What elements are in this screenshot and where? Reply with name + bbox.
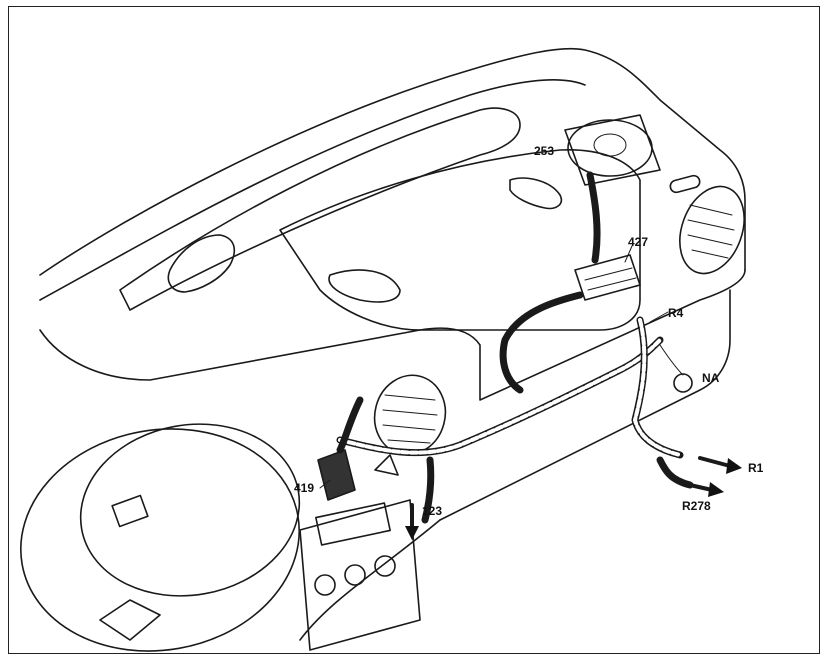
control-knob-3 bbox=[314, 574, 336, 596]
right-branch-tape bbox=[633, 318, 682, 457]
main-harness-tape bbox=[338, 338, 662, 455]
glovebox-handle bbox=[328, 269, 401, 303]
lower-right-harness bbox=[656, 456, 694, 489]
label-123: 123 bbox=[422, 504, 442, 518]
label-427: 427 bbox=[628, 235, 648, 249]
center-vent-louvers bbox=[382, 394, 438, 444]
leader-419 bbox=[319, 479, 331, 489]
down-harness bbox=[421, 456, 435, 524]
instrument-cluster-hood bbox=[79, 423, 301, 597]
label-253: 253 bbox=[534, 144, 554, 158]
arrow-r278-head bbox=[708, 482, 724, 497]
upper-grab-recess bbox=[509, 177, 563, 210]
na-connector bbox=[673, 373, 693, 393]
leader-427 bbox=[624, 245, 633, 263]
label-r278: R278 bbox=[682, 499, 711, 513]
arrow-r1 bbox=[698, 456, 732, 468]
label-r4: R4 bbox=[668, 306, 684, 320]
control-knob-1 bbox=[344, 564, 366, 586]
arrow-r278 bbox=[688, 483, 714, 492]
right-vent-louvers bbox=[687, 204, 735, 259]
arrow-123-head bbox=[405, 526, 419, 540]
dashboard-upper-shelf bbox=[39, 79, 586, 301]
dashboard-lower-edge bbox=[39, 269, 746, 401]
dashboard-front-panel bbox=[439, 289, 731, 521]
leader-r4 bbox=[649, 311, 669, 323]
right-side-vent bbox=[679, 185, 745, 275]
cluster-display bbox=[111, 494, 149, 528]
label-419: 419 bbox=[294, 481, 314, 495]
connector-harness bbox=[499, 291, 584, 394]
hazard-switch bbox=[374, 454, 399, 476]
label-na: NA bbox=[702, 371, 720, 385]
switch-module bbox=[669, 174, 701, 194]
glovebox-lid bbox=[279, 149, 641, 331]
left-harness bbox=[336, 396, 364, 454]
radio-unit bbox=[315, 502, 391, 546]
figure-border bbox=[8, 6, 820, 654]
defroster-vent bbox=[119, 107, 521, 311]
control-knob-2 bbox=[374, 555, 396, 577]
speaker-harness bbox=[586, 171, 601, 264]
connector-427 bbox=[574, 254, 641, 301]
label-r1: R1 bbox=[748, 461, 764, 475]
speaker-center bbox=[593, 133, 627, 157]
dashboard-top-edge bbox=[39, 47, 746, 276]
connector-419 bbox=[317, 449, 356, 501]
connector-427-pins bbox=[584, 267, 637, 291]
left-handle bbox=[167, 234, 236, 293]
steering-column bbox=[99, 599, 161, 641]
na-lead bbox=[659, 344, 684, 376]
speaker-cone bbox=[567, 119, 653, 177]
arrow-r1-head bbox=[726, 458, 742, 474]
center-console bbox=[299, 499, 421, 651]
